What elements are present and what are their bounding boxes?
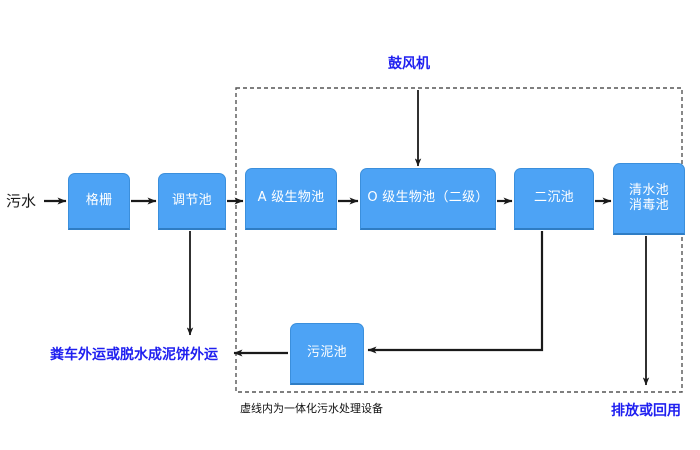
discharge-reuse-label: 排放或回用	[611, 403, 681, 419]
node-a-stage-bioreactor[interactable]: A 级生物池	[245, 168, 337, 230]
node-equalization-tank[interactable]: 调节池	[158, 173, 226, 230]
edge-secondary-to-sludge	[367, 231, 544, 354]
integrated-equipment-boundary	[235, 87, 683, 393]
blower-label: 鼓风机	[388, 56, 430, 72]
node-sludge-tank-label: 污泥池	[307, 345, 347, 361]
node-o-stage-bioreactor[interactable]: O 级生物池（二级）	[360, 168, 496, 230]
node-a-stage-bioreactor-label: A 级生物池	[257, 190, 325, 206]
node-secondary-clarifier-label: 二沉池	[534, 190, 574, 206]
node-clear-water-disinfection-tank-label: 清水池 消毒池	[629, 182, 669, 213]
dashed-boundary-caption: 虚线内为一体化污水处理设备	[240, 402, 383, 415]
node-o-stage-bioreactor-label: O 级生物池（二级）	[367, 190, 489, 206]
sludge-disposal-label: 粪车外运或脱水成泥饼外运	[50, 347, 218, 363]
inflow-label: 污水	[6, 192, 37, 210]
node-equalization-tank-label: 调节池	[172, 192, 212, 208]
node-secondary-clarifier[interactable]: 二沉池	[514, 168, 594, 230]
node-grille[interactable]: 格栅	[68, 173, 130, 230]
node-clear-water-disinfection-tank[interactable]: 清水池 消毒池	[613, 163, 685, 235]
node-sludge-tank[interactable]: 污泥池	[290, 323, 364, 385]
node-grille-label: 格栅	[85, 192, 113, 208]
